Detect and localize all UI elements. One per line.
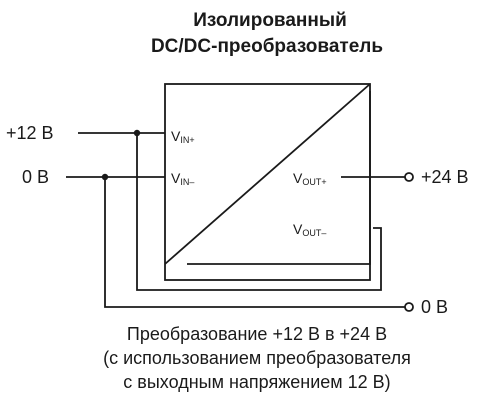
caption-line1: Преобразование +12 В в +24 В [127,324,387,344]
pin-label-vin-plus: VIN+ [171,128,195,145]
wire-zero-through [104,177,405,308]
terminal-zero-out [404,302,414,312]
output-return-loop [136,133,382,291]
junction-dot-zero [101,173,109,181]
diagram-title-line2: DC/DC-преобразователь [151,36,383,57]
caption-line3: с выходным напряжением 12 В) [123,372,390,392]
label-output-plus24: +24 В [421,167,469,187]
output-triangle [187,91,371,265]
junction-dot-plus12 [133,129,141,137]
pin-label-vin-minus: VIN– [171,170,194,187]
pin-label-vout-minus: VOUT– [293,221,326,238]
caption-line2: (с использованием преобразователя [103,348,411,368]
label-input-zero: 0 В [22,167,49,187]
pin-label-vout-plus: VOUT+ [293,170,327,187]
terminal-plus24 [404,172,414,182]
label-input-plus12: +12 В [6,123,54,143]
converter-box [164,83,371,281]
label-output-zero: 0 В [421,297,448,317]
diagram-title-line1: Изолированный [193,10,347,31]
input-triangle-diagonal [164,83,371,265]
